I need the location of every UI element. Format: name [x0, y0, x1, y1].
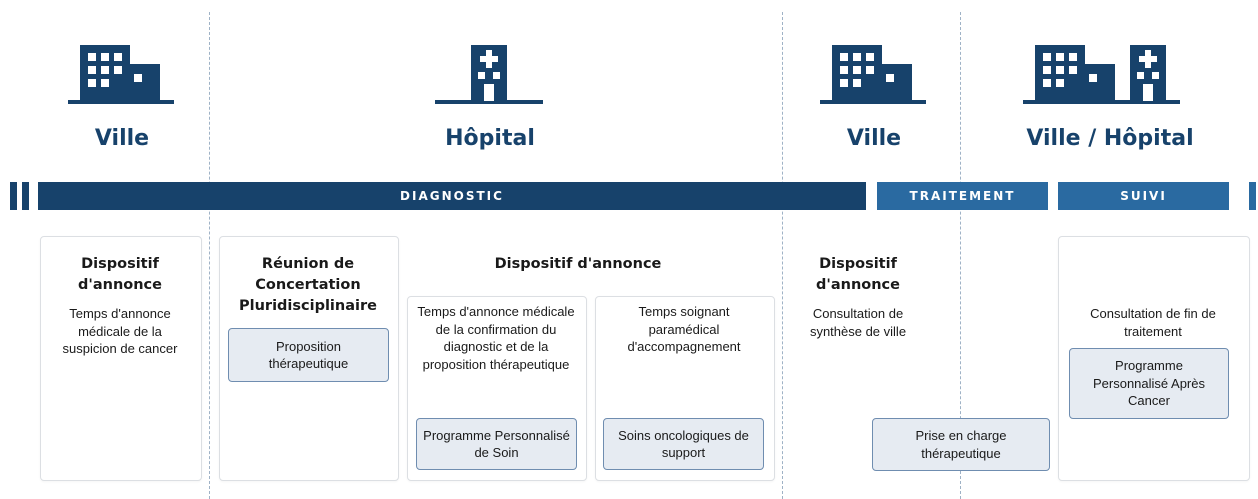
location-title-ville: Ville: [846, 126, 902, 151]
pill-prise-en-charge: Prise en charge thérapeutique: [872, 418, 1050, 471]
card-title: Réunion de Concertation Pluridisciplinai…: [239, 256, 377, 314]
section-title: Dispositif d'annonce: [494, 256, 662, 272]
card-text: Temps soignant paramédical d'accompagnem…: [627, 304, 741, 354]
card-ville-annonce: [40, 236, 202, 481]
location-title-hopital: Hôpital: [445, 126, 535, 151]
band-marker: [10, 182, 17, 210]
card-title: Dispositif d'annonce: [78, 256, 162, 293]
band-marker: [1249, 182, 1256, 210]
location-title-ville-hopital: Ville / Hôpital: [1026, 126, 1194, 151]
phase-label: SUIVI: [1120, 189, 1167, 203]
pill-soins-oncologiques: Soins oncologiques de support: [603, 418, 764, 470]
buildings-icon: [820, 45, 926, 104]
hospital-icon: [1120, 45, 1180, 104]
pill-programme-personnalise-soin: Programme Personnalisé de Soin: [416, 418, 577, 470]
card-text: Temps d'annonce médicale de la confirmat…: [417, 304, 575, 372]
buildings-icon: [68, 45, 174, 104]
phase-label: DIAGNOSTIC: [400, 189, 504, 203]
card-text: Consultation de synthèse de ville: [809, 306, 907, 339]
pill-programme-apres-cancer: Programme Personnalisé Après Cancer: [1069, 348, 1229, 419]
band-marker: [22, 182, 29, 210]
separator-line: [209, 12, 210, 499]
separator-line: [960, 12, 961, 499]
phase-band-diagnostic: DIAGNOSTIC: [38, 182, 866, 210]
card-text: Consultation de fin de traitement: [1090, 306, 1216, 339]
pill-proposition-therapeutique: Proposition thérapeutique: [228, 328, 389, 382]
phase-label: TRAITEMENT: [909, 189, 1016, 203]
buildings-icon: [1023, 45, 1129, 104]
phase-band-suivi: SUIVI: [1058, 182, 1229, 210]
separator-line: [782, 12, 783, 499]
phase-band-traitement: TRAITEMENT: [877, 182, 1048, 210]
card-text: Temps d'annonce médicale de la suspicion…: [62, 306, 178, 356]
section-title: Dispositif d'annonce: [816, 256, 900, 293]
hospital-icon: [435, 45, 543, 104]
location-title-ville: Ville: [94, 126, 150, 151]
